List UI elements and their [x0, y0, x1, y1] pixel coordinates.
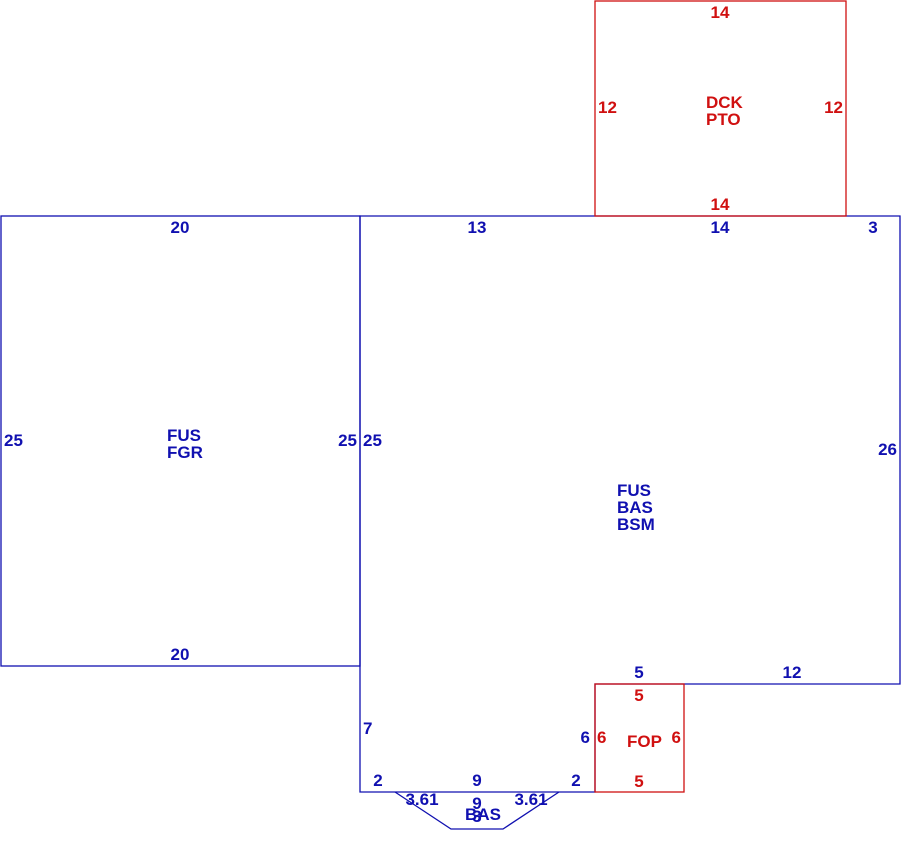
main-dim-bottom-left: 2: [373, 771, 382, 790]
porch-dim-right: 6: [672, 728, 681, 747]
deck-dim-right: 12: [824, 98, 843, 117]
garage-dim-bottom: 20: [171, 645, 190, 664]
main-dim-step-a: 5: [634, 663, 643, 682]
main-dim-lower-left: 7: [363, 719, 372, 738]
garage-dim-right: 25: [338, 431, 357, 450]
main-code-2: BAS: [617, 498, 653, 517]
main-dim-lower-right: 6: [581, 728, 590, 747]
bay-dim-left-diag: 3.61: [405, 790, 438, 809]
main-code-3: BSM: [617, 515, 655, 534]
porch-code: FOP: [627, 732, 662, 751]
main-dim-left: 25: [363, 431, 382, 450]
porch-dim-left: 6: [597, 728, 606, 747]
bay-dim-right-diag: 3.61: [514, 790, 547, 809]
porch-dim-bottom: 5: [634, 772, 643, 791]
main-dim-bottom-right: 2: [571, 771, 580, 790]
garage-dim-left: 25: [4, 431, 23, 450]
porch-outline: [594, 683, 685, 793]
deck-dim-left: 12: [598, 98, 617, 117]
main-dim-top-b: 14: [711, 218, 730, 237]
garage-code-1: FUS: [167, 426, 201, 445]
main-dim-top-a: 13: [468, 218, 487, 237]
main-dim-top-c: 3: [868, 218, 877, 237]
porch-dim-top: 5: [634, 686, 643, 705]
bay-dim-mid: 9: [472, 794, 481, 813]
deck-dim-top: 14: [711, 3, 730, 22]
deck-outline: [594, 0, 847, 217]
garage-dim-top: 20: [171, 218, 190, 237]
main-dim-step-b: 12: [783, 663, 802, 682]
deck-dim-bottom: 14: [711, 195, 730, 214]
main-dim-right: 26: [878, 440, 897, 459]
main-code-1: FUS: [617, 481, 651, 500]
deck-code-1: DCK: [706, 93, 744, 112]
bay-outline: [394, 791, 560, 830]
main-dim-bottom-mid: 9: [472, 771, 481, 790]
deck-code-2: PTO: [706, 110, 741, 129]
bay-dim-depth: 3: [472, 807, 481, 826]
bay-code: BAS: [465, 805, 501, 824]
garage-code-2: FGR: [167, 443, 203, 462]
